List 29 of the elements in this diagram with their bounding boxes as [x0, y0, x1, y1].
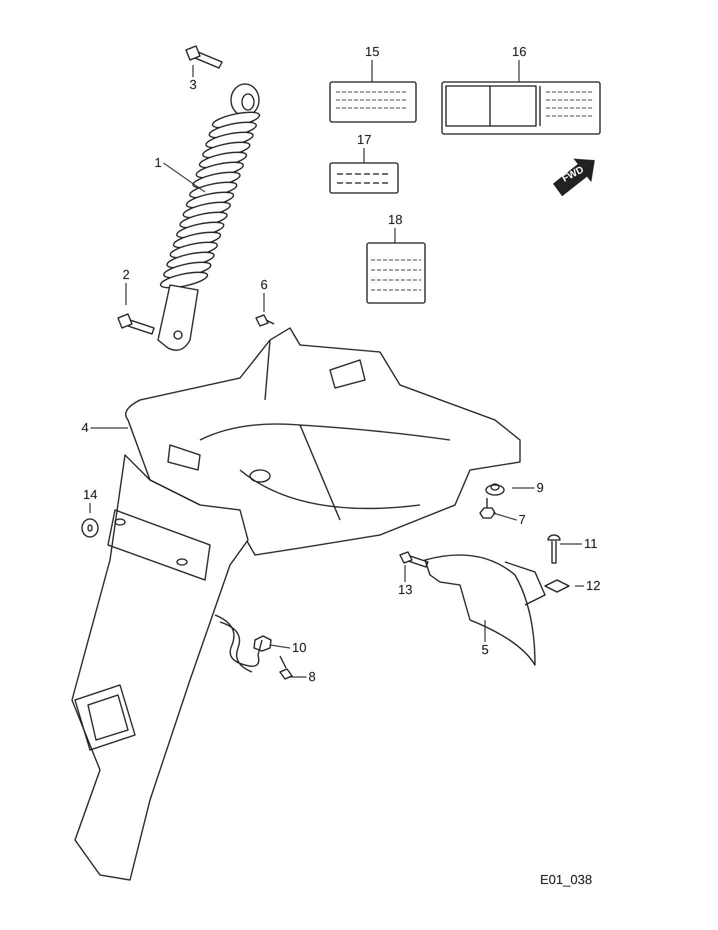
callout-number: 9: [536, 481, 544, 495]
leader-line: [394, 228, 396, 244]
callout-number: 10: [292, 641, 306, 655]
callout-number: 4: [82, 421, 89, 435]
callout-number: 16: [512, 45, 526, 59]
leader-line: [290, 676, 307, 678]
leader-line: [484, 620, 486, 642]
callout-number: 2: [122, 268, 130, 282]
leader-line: [404, 564, 406, 582]
callout-number: 7: [518, 513, 526, 527]
callout-number: 15: [365, 45, 380, 59]
drawing-code: E01_038: [540, 873, 592, 887]
leader-line: [492, 512, 517, 520]
callout-number: 1: [154, 156, 162, 170]
callout-number: 14: [83, 488, 98, 502]
leader-line: [192, 64, 194, 78]
leader-line: [518, 60, 520, 82]
leader-line: [270, 644, 290, 648]
direction-label: FWD: [560, 163, 587, 187]
callout-number: 17: [357, 133, 372, 147]
callout-number: 18: [388, 213, 402, 227]
callout-number: 5: [482, 643, 489, 657]
callout-number: 11: [584, 537, 598, 551]
callout-number: 12: [586, 579, 600, 593]
callout-number: 8: [308, 670, 316, 684]
callout-number: 6: [260, 278, 268, 292]
callout-number: 13: [398, 583, 412, 597]
leader-line: [163, 162, 206, 192]
callout-number: 3: [190, 78, 197, 92]
